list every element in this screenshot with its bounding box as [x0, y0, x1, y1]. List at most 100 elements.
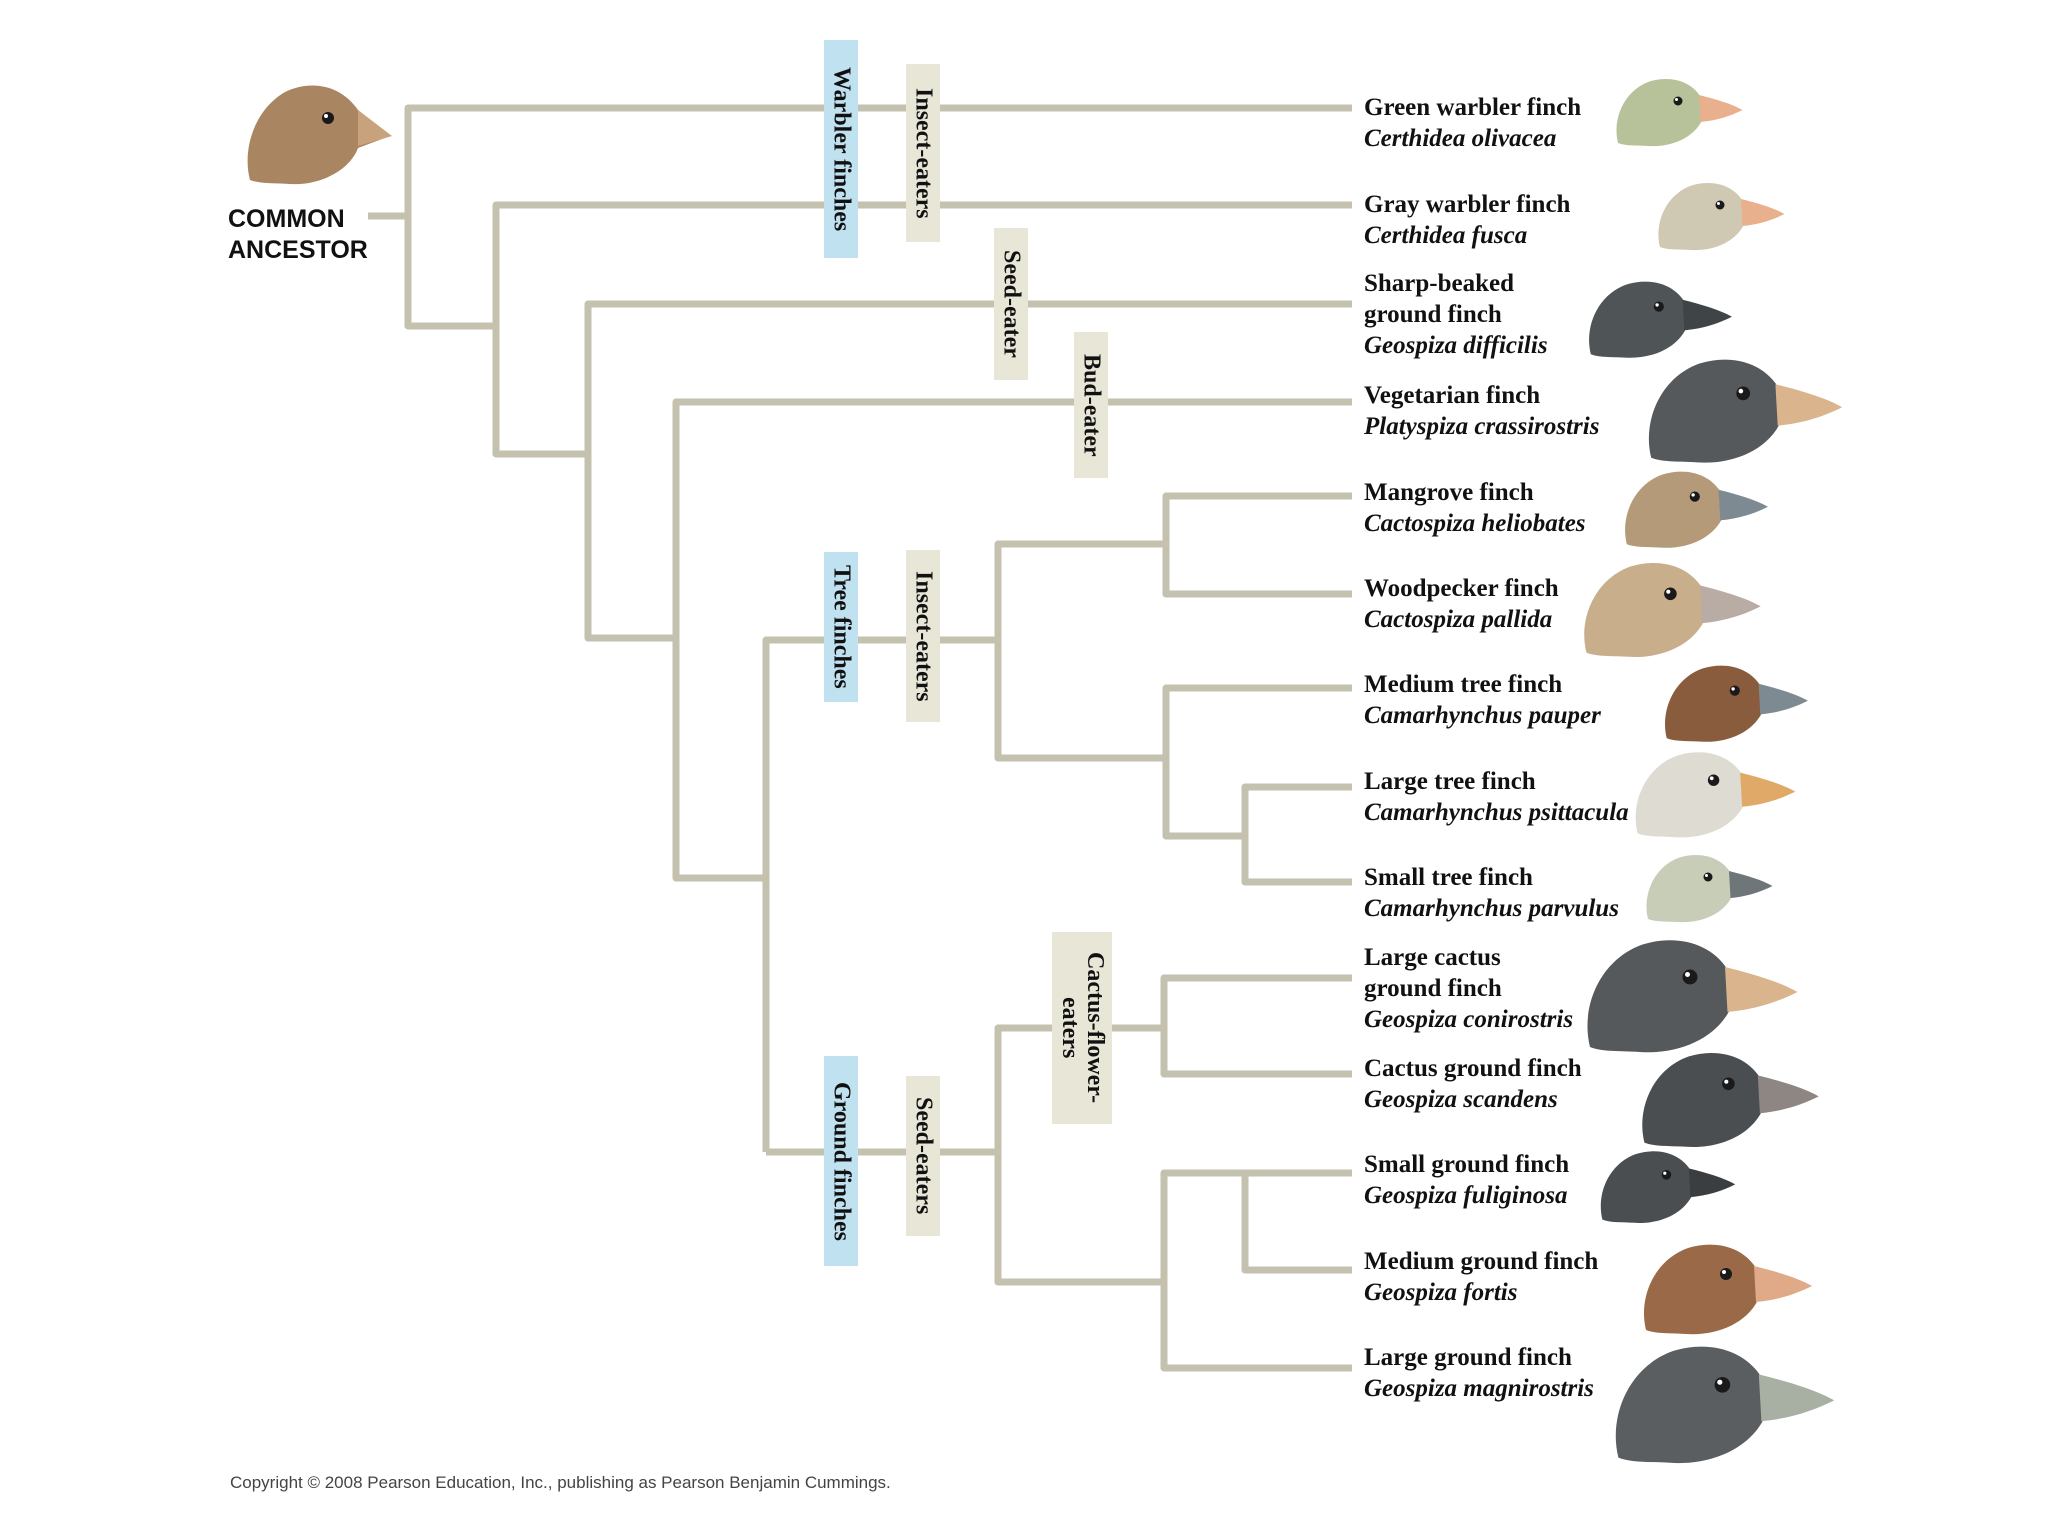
head-shape: [1616, 78, 1702, 147]
finch-head-icon: [1665, 665, 1808, 742]
head-shape: [1635, 752, 1744, 838]
head-shape: [1587, 940, 1730, 1053]
eye-glint: [1738, 388, 1744, 394]
eye: [1736, 386, 1751, 401]
branch-small-ground-split: [1160, 1169, 1352, 1372]
finch-head-icon: [1600, 1151, 1736, 1223]
eye: [1714, 1377, 1731, 1393]
species-green-warbler-finch: Green warbler finch Certhidea olivacea: [1364, 94, 1582, 152]
eye-glint: [1731, 687, 1735, 691]
finch-head-icon: [1589, 281, 1732, 358]
group-label-ground-finches: Ground finches: [824, 1056, 858, 1266]
head-shape: [1600, 1151, 1692, 1223]
species-medium-tree-finch: Medium tree finch Camarhynchus pauper: [1364, 671, 1601, 729]
eye: [1720, 1268, 1732, 1280]
branch-vegetarian-split: [672, 398, 1352, 882]
beak-shape: [1775, 384, 1843, 426]
eye-glint: [1691, 493, 1695, 497]
branch-medium-tree: [1162, 684, 1352, 840]
beak-shape: [1725, 967, 1798, 1012]
beak-shape: [1740, 772, 1796, 807]
diet-label-seed-eaters-ground: Seed-eaters: [906, 1076, 940, 1236]
branch-tree-insect-split: [994, 540, 1166, 762]
diet-label-seed-eater: Seed-eater: [994, 228, 1028, 380]
eye: [1729, 685, 1740, 696]
head-shape: [1584, 562, 1704, 658]
head-shape: [1589, 281, 1686, 358]
species-large-tree-finch: Large tree finch Camarhynchus psittacula: [1364, 768, 1629, 826]
eye: [1653, 301, 1664, 312]
beak-shape: [1758, 683, 1808, 715]
finch-head-icon: [1648, 359, 1843, 463]
finch-head-icon: [1615, 1346, 1835, 1464]
species-sharp-beaked-ground-finch: Sharp-beaked ground finch Geospiza diffi…: [1364, 270, 1548, 359]
head-shape: [1642, 1052, 1762, 1148]
finch-head-icon: [1642, 1052, 1819, 1148]
beak-shape: [1688, 1168, 1736, 1198]
species-mangrove-finch: Mangrove finch Cactospiza heliobates: [1364, 479, 1586, 537]
beak-shape: [1741, 199, 1785, 226]
cactus-flower-eaters-line2: eaters: [1057, 997, 1083, 1059]
head-shape: [1658, 182, 1744, 251]
finch-head-icon: [1616, 78, 1743, 147]
finch-head-icon: [1587, 940, 1798, 1053]
species-small-tree-finch: Small tree finch Camarhynchus parvulus: [1364, 864, 1619, 922]
beak-shape: [1757, 1075, 1819, 1114]
beak-shape: [1754, 1266, 1812, 1302]
beak-shape: [1718, 489, 1768, 521]
branch-mangrove-woodpecker: [1162, 492, 1352, 598]
branch-tree-ground-split: [762, 636, 998, 1152]
eye: [1703, 872, 1713, 882]
eye: [1682, 969, 1698, 985]
common-ancestor-label: COMMON ANCESTOR: [228, 204, 368, 266]
finch-head-icon: [1584, 562, 1761, 658]
eye-glint: [1675, 98, 1678, 101]
head-shape: [1648, 359, 1780, 463]
beak-shape: [1729, 871, 1773, 898]
diet-label-insect-eaters-warbler: Insect-eaters: [906, 64, 940, 242]
species-gray-warbler-finch: Gray warbler finch Certhidea fusca: [1364, 191, 1571, 249]
head-shape: [1665, 665, 1762, 742]
head-shape: [1615, 1346, 1764, 1464]
eye-glint: [1655, 303, 1659, 307]
species-woodpecker-finch: Woodpecker finch Cactospiza pallida: [1364, 575, 1559, 633]
branch-root: [404, 104, 1352, 330]
eye-glint: [1685, 972, 1690, 977]
head-shape: [1643, 1244, 1758, 1335]
group-label-warbler-finches: Warbler finches: [824, 40, 858, 258]
finch-head-icon: [1625, 471, 1768, 548]
species-medium-ground-finch: Medium ground finch Geospiza fortis: [1364, 1248, 1599, 1306]
finch-head-icon: [1635, 752, 1796, 838]
ancestor-line2: ANCESTOR: [228, 236, 368, 264]
eye-glint: [1722, 1270, 1726, 1274]
eye: [1722, 1077, 1735, 1091]
beak-shape: [1682, 299, 1732, 331]
copyright-notice: Copyright © 2008 Pearson Education, Inc.…: [230, 1473, 891, 1492]
beak-shape: [1699, 585, 1761, 624]
group-label-tree-finches: Tree finches: [824, 552, 858, 702]
eye: [1689, 491, 1700, 502]
finch-head-icon: [1658, 182, 1785, 251]
diet-label-cactus-flower-eaters: Cactus-flower- eaters: [1052, 932, 1112, 1124]
ancestor-line1: COMMON: [228, 205, 345, 233]
species-small-ground-finch: Small ground finch Geospiza fuliginosa: [1364, 1151, 1570, 1209]
diet-label-insect-eaters-tree: Insect-eaters: [906, 550, 940, 722]
branch-warbler-split: [492, 201, 1352, 458]
eye-glint: [1717, 202, 1720, 205]
species-cactus-ground-finch: Cactus ground finch Geospiza scandens: [1364, 1055, 1582, 1113]
eye-glint: [1663, 1171, 1667, 1175]
eye: [1664, 587, 1677, 601]
branch-large-small-tree: [1241, 783, 1352, 886]
head-shape: [1646, 854, 1732, 923]
eye-glint: [1717, 1379, 1723, 1385]
eye: [1707, 774, 1720, 786]
eye: [1661, 1170, 1672, 1180]
beak-shape: [1699, 95, 1743, 122]
beak-shape: [1758, 1374, 1835, 1422]
diet-label-bud-eater: Bud-eater: [1074, 332, 1108, 478]
head-shape: [1625, 471, 1722, 548]
common-ancestor-bird-icon: [247, 85, 392, 185]
eye-glint: [1709, 776, 1714, 781]
eye-glint: [1666, 589, 1671, 594]
